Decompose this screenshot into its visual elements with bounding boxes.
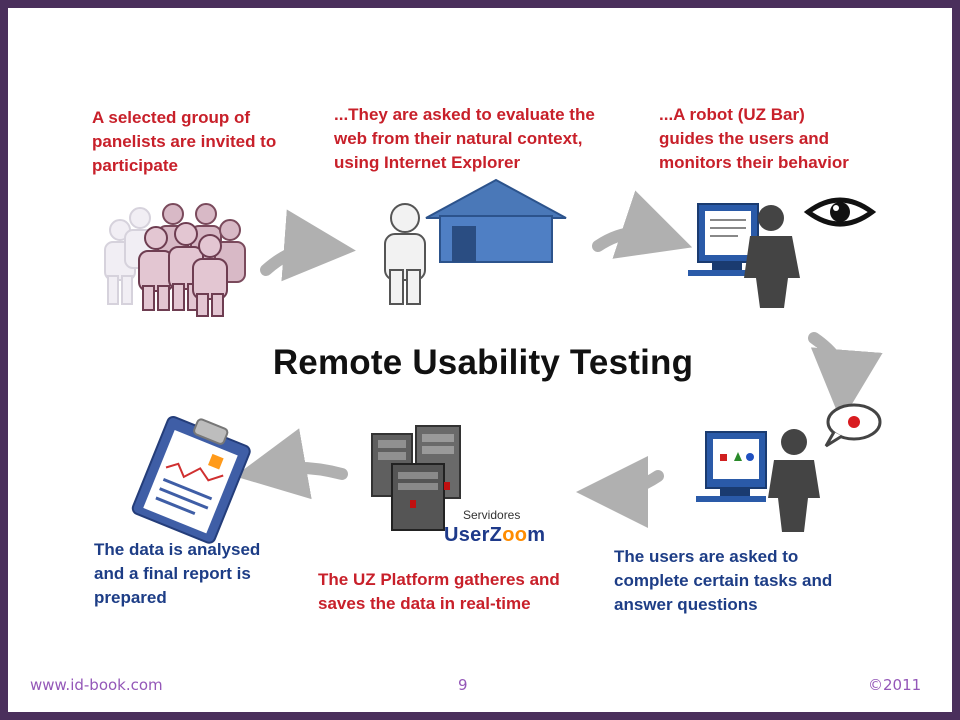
computer-user-icon — [688, 203, 800, 308]
eye-icon — [803, 197, 877, 227]
server-icon — [371, 425, 461, 531]
step-3-text: ...A robot (UZ Bar) guides the users and… — [659, 105, 849, 172]
slide: A selected group of panelists are invite… — [8, 8, 952, 712]
record-bubble-icon — [824, 403, 882, 448]
clipboard-report-icon — [131, 415, 251, 544]
footer-copyright: ©2011 — [868, 676, 922, 694]
step-4-text: The users are asked to complete certain … — [614, 547, 833, 614]
flow-arrow-1 — [260, 209, 356, 282]
flow-arrow-5 — [234, 428, 348, 500]
flow-arrow-3 — [808, 332, 883, 422]
step-6-text: The data is analysed and a final report … — [94, 540, 261, 607]
diagram-title: Remote Usability Testing — [272, 343, 694, 382]
userzoom-logo: UserZoom — [444, 524, 546, 546]
step-5-text: The UZ Platform gatheres and saves the d… — [318, 570, 560, 613]
computer-user-task-icon — [696, 429, 820, 532]
step-1-text: A selected group of panelists are invite… — [92, 108, 277, 175]
brand-subtitle: Servidores — [463, 508, 521, 522]
people-group-icon — [104, 203, 246, 317]
house-icon — [425, 178, 567, 263]
diagram-graphics — [104, 178, 883, 544]
step-2-text: ...They are asked to evaluate the web fr… — [334, 105, 595, 172]
flow-arrow-4 — [576, 455, 664, 528]
flow-arrow-2 — [592, 190, 693, 259]
page-number: 9 — [458, 676, 468, 694]
footer-url[interactable]: www.id-book.com — [30, 676, 163, 694]
person-icon — [384, 203, 426, 305]
